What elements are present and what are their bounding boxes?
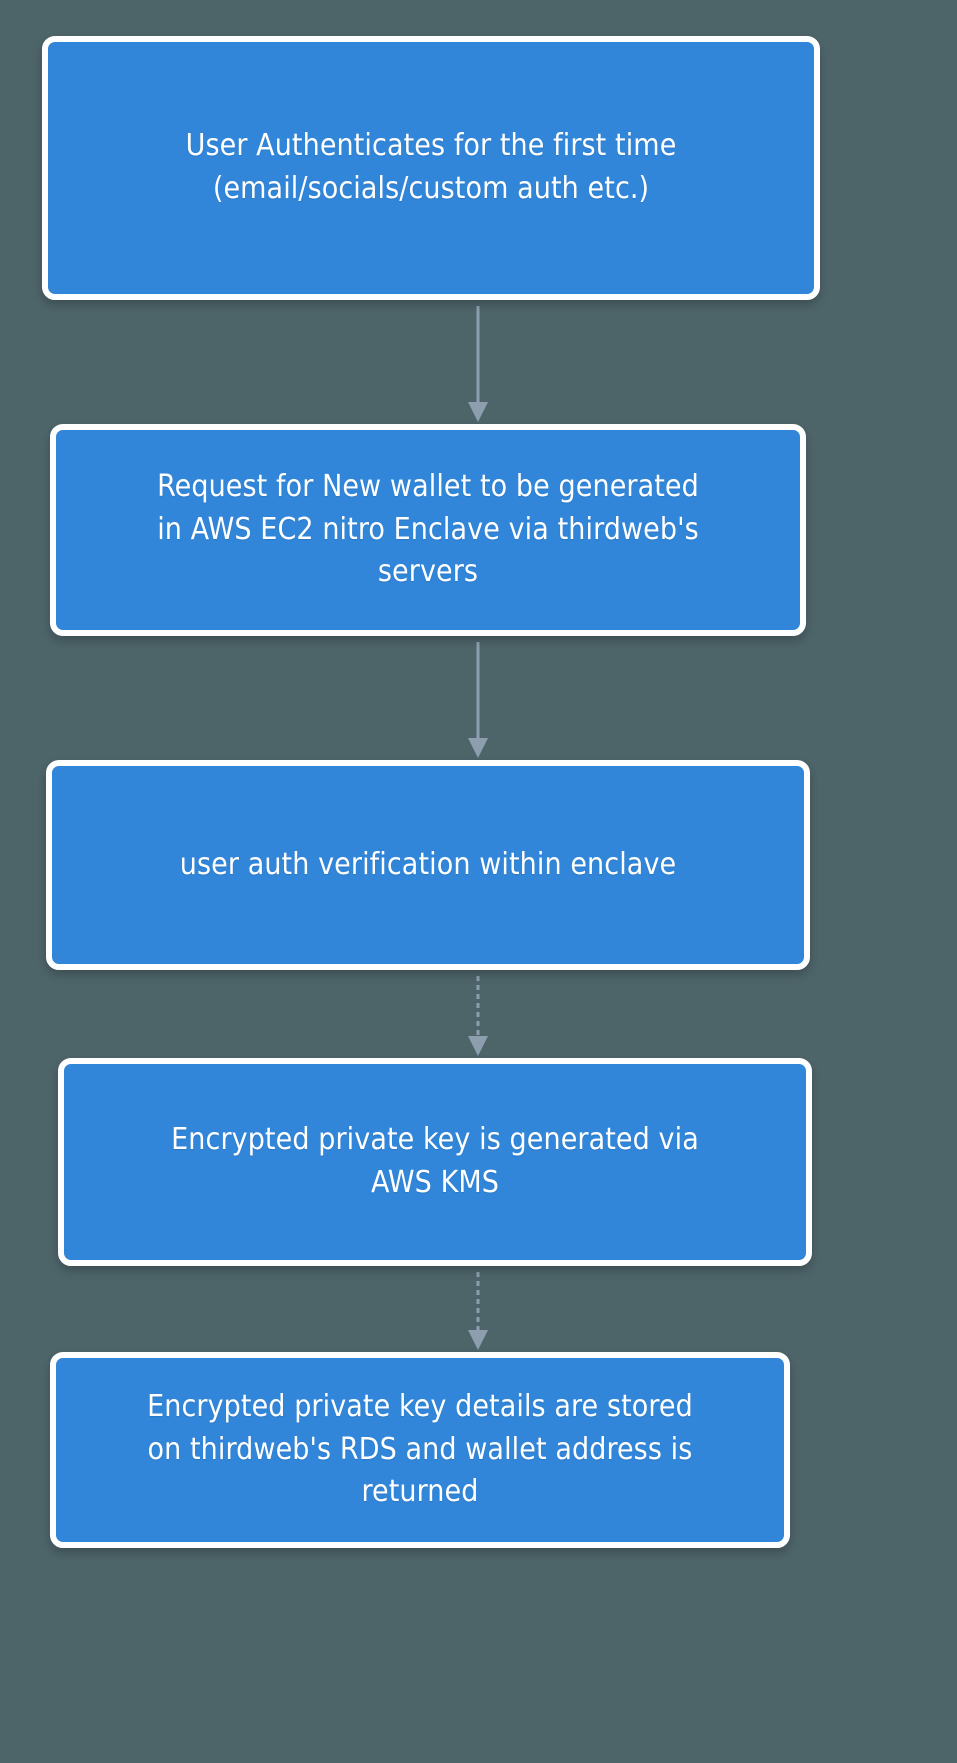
flow-node-request-new-wallet[interactable]: Request for New wallet to be generated i… xyxy=(50,424,806,636)
flow-node-label: Request for New wallet to be generated i… xyxy=(157,469,699,590)
flow-node-key-details-stored[interactable]: Encrypted private key details are stored… xyxy=(50,1352,790,1548)
flow-node-label: Encrypted private key details are stored… xyxy=(147,1389,693,1510)
flow-node-label: User Authenticates for the first time (e… xyxy=(185,128,677,206)
edge-node1-to-node2 xyxy=(468,306,488,422)
edge-node3-to-node4 xyxy=(468,976,488,1056)
edge-node4-to-node5 xyxy=(468,1272,488,1350)
flow-node-encrypted-key-generated[interactable]: Encrypted private key is generated via A… xyxy=(58,1058,812,1266)
edge-node2-to-node3 xyxy=(468,642,488,758)
flow-node-user-authenticates[interactable]: User Authenticates for the first time (e… xyxy=(42,36,820,300)
flow-node-user-auth-verification[interactable]: user auth verification within enclave xyxy=(46,760,810,970)
flow-node-label: Encrypted private key is generated via A… xyxy=(171,1122,699,1200)
flow-node-label: user auth verification within enclave xyxy=(179,846,677,882)
